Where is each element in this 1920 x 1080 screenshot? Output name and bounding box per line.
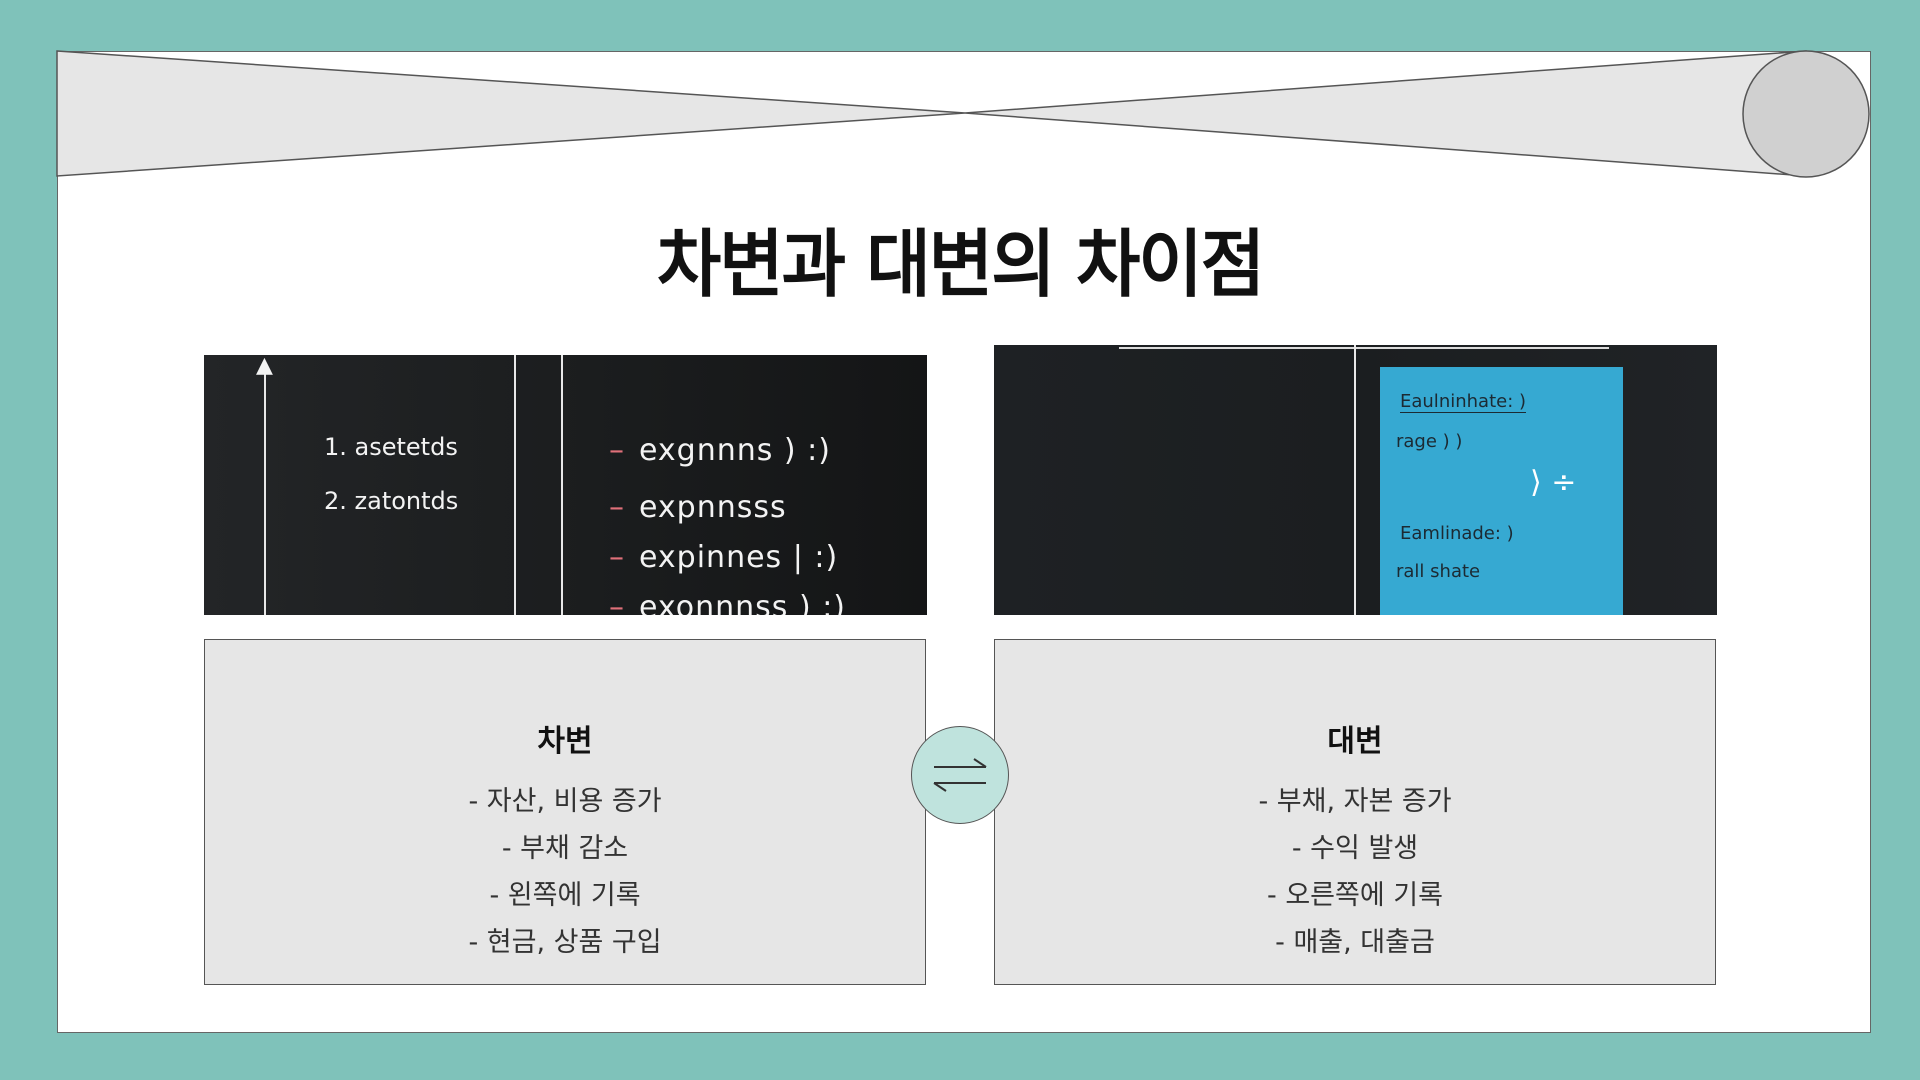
credit-item: - 매출, 대출금 xyxy=(1275,927,1435,958)
chalk-dash-icon: – xyxy=(609,490,625,525)
debit-list: - 자산, 비용 증가 - 부채 감소 - 왼쪽에 기록 - 현금, 상품 구입 xyxy=(205,778,925,966)
credit-item: - 부채, 자본 증가 xyxy=(1258,786,1452,817)
debit-item: - 부채 감소 xyxy=(501,833,629,864)
chalk-right-line-2: –expnnsss xyxy=(609,490,787,525)
credit-item: - 수익 발생 xyxy=(1291,833,1419,864)
credit-panel: 대변 - 부채, 자본 증가 - 수익 발생 - 오른쪽에 기록 - 매출, 대… xyxy=(994,639,1716,985)
chalk-divider xyxy=(1354,345,1356,615)
chalk-right-text-3: expinnes | :) xyxy=(639,540,839,575)
chalk-divider-2 xyxy=(561,355,563,615)
chalk-right-text-1: exgnnns ) :) xyxy=(639,433,831,468)
credit-item: - 오른쪽에 기록 xyxy=(1267,880,1443,911)
chalk-right-text-2: expnnsss xyxy=(639,490,787,525)
chalk-left-line-1: 1. asetetds xyxy=(324,433,458,461)
note-line-4: Eamlinade: ) xyxy=(1400,523,1514,544)
chalk-dash-icon: – xyxy=(609,590,625,615)
ribbon-banner xyxy=(56,50,1870,178)
debit-item: - 자산, 비용 증가 xyxy=(468,786,662,817)
chalk-dash-icon: – xyxy=(609,540,625,575)
chalkboard-photo-credit: Eaulninhate: ) rage ) ) ⟩ ÷ Eamlinade: )… xyxy=(994,345,1717,615)
note-line-2: rage ) ) xyxy=(1396,431,1463,452)
swap-arrows-glyph xyxy=(933,758,987,792)
debit-panel: 차변 - 자산, 비용 증가 - 부채 감소 - 왼쪽에 기록 - 현금, 상품… xyxy=(204,639,926,985)
credit-list: - 부채, 자본 증가 - 수익 발생 - 오른쪽에 기록 - 매출, 대출금 xyxy=(995,778,1715,966)
chalkboard-photo-debit: ▲ 1. asetetds 2. zatontds –exgnnns ) :) … xyxy=(204,355,927,615)
chalk-right-line-1: –exgnnns ) :) xyxy=(609,433,831,468)
note-line-3: ⟩ ÷ xyxy=(1530,465,1577,500)
credit-title: 대변 xyxy=(1327,724,1383,759)
swap-arrows-icon xyxy=(911,726,1009,824)
chalk-arrow-up-icon: ▲ xyxy=(256,355,273,378)
debit-item: - 왼쪽에 기록 xyxy=(489,880,641,911)
page-title: 차변과 대변의 차이점 xyxy=(656,221,1265,308)
note-line-5: rall shate xyxy=(1396,561,1481,582)
chalk-dash-icon: – xyxy=(609,433,625,468)
chalk-right-text-4: exonnnss ) :) xyxy=(639,590,847,615)
chalk-left-line-2: 2. zatontds xyxy=(324,487,459,515)
chalk-right-line-3: –expinnes | :) xyxy=(609,540,838,575)
blue-note-card: Eaulninhate: ) rage ) ) ⟩ ÷ Eamlinade: )… xyxy=(1380,367,1623,615)
debit-item: - 현금, 상품 구입 xyxy=(468,927,662,958)
note-line-1: Eaulninhate: ) xyxy=(1400,391,1527,413)
ribbon-roll xyxy=(1742,50,1870,178)
chalk-divider-1 xyxy=(514,355,516,615)
chalk-top-line xyxy=(1119,347,1609,349)
chalk-right-line-4: –exonnnss ) :) xyxy=(609,590,846,615)
debit-title: 차변 xyxy=(537,724,593,759)
chalk-axis-line xyxy=(264,365,266,615)
